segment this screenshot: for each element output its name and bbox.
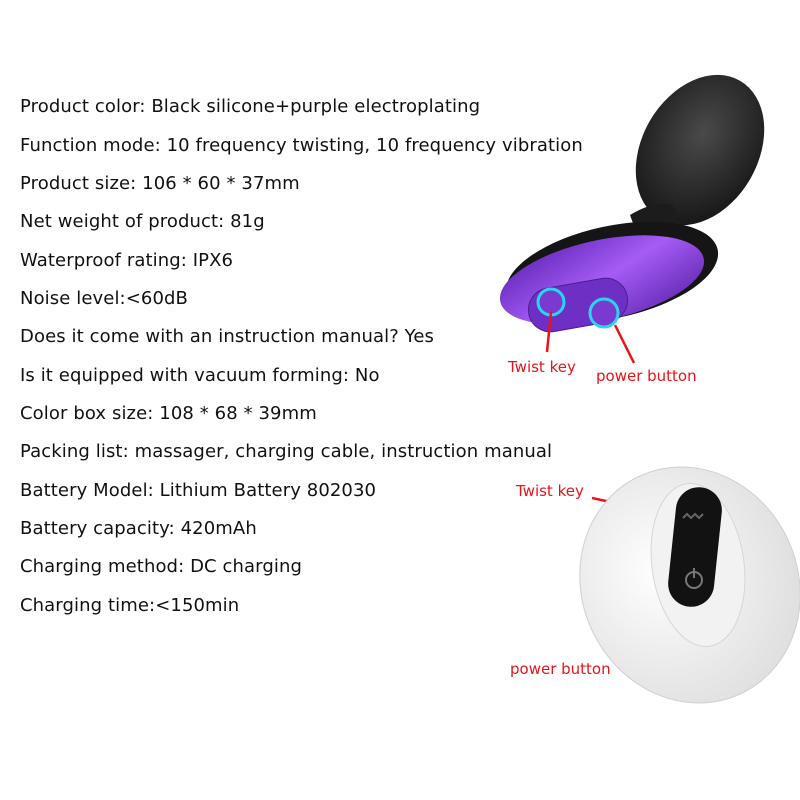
spec-waterproof: Waterproof rating: IPX6: [20, 250, 234, 271]
spec-battery-model: Battery Model: Lithium Battery 802030: [20, 480, 377, 501]
spec-manual: Does it come with an instruction manual?…: [20, 326, 435, 347]
spec-color-box-size: Color box size: 108 * 68 * 39mm: [20, 403, 317, 424]
twist-key-button-icon: [536, 287, 566, 317]
spec-product-color: Product color: Black silicone+purple ele…: [20, 96, 481, 117]
spec-net-weight: Net weight of product: 81g: [20, 211, 265, 232]
power-button-icon: [588, 297, 620, 329]
massager-plug: [499, 74, 765, 333]
product-power-button-label: power button: [596, 367, 697, 385]
spec-function-mode: Function mode: 10 frequency twisting, 10…: [20, 135, 583, 156]
spec-charging-time: Charging time:<150min: [20, 595, 240, 616]
spec-noise-level: Noise level:<60dB: [20, 288, 188, 309]
remote-control: [579, 466, 800, 704]
spec-charging-method: Charging method: DC charging: [20, 556, 303, 577]
wave-icon: [682, 512, 704, 520]
remote-power-button-label: power button: [510, 660, 611, 678]
product-twist-key-label: Twist key: [508, 358, 576, 376]
spec-packing-list: Packing list: massager, charging cable, …: [20, 441, 553, 462]
spec-product-size: Product size: 106 * 60 * 37mm: [20, 173, 300, 194]
spec-vacuum-forming: Is it equipped with vacuum forming: No: [20, 365, 380, 386]
remote-twist-key-label: Twist key: [516, 482, 584, 500]
spec-battery-capacity: Battery capacity: 420mAh: [20, 518, 257, 539]
